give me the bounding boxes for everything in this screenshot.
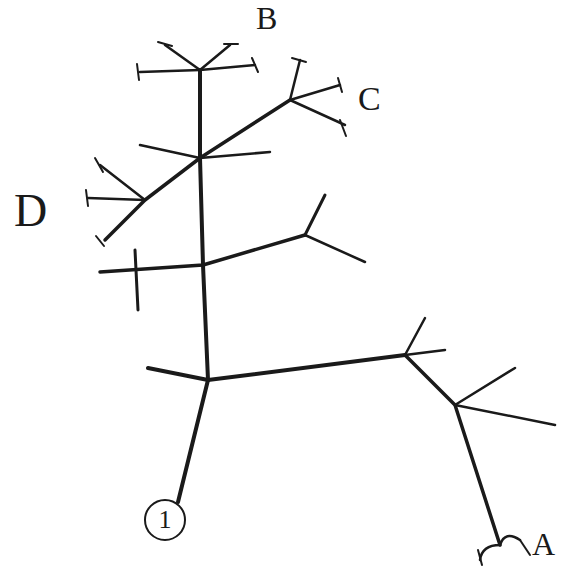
branch-letter: B xyxy=(256,2,277,34)
branch-letter: D xyxy=(14,188,47,234)
branch-letter: A xyxy=(532,528,555,560)
callout-number: 1 xyxy=(159,507,172,533)
branch-letter: C xyxy=(358,82,381,116)
circled-number: 1 xyxy=(144,499,186,541)
